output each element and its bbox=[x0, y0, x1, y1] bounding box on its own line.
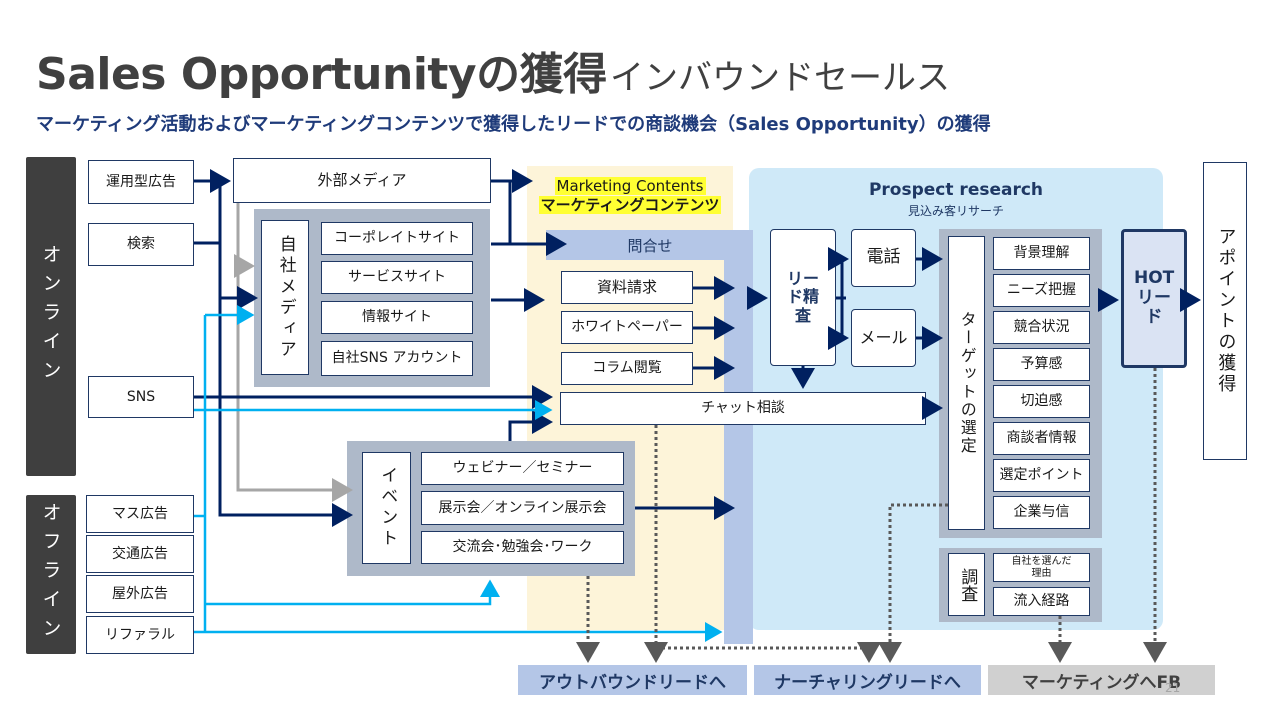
prospect-research-title: Prospect research bbox=[868, 180, 1044, 200]
appointment-label: アポイントの獲得 bbox=[1203, 162, 1247, 460]
survey-inflow: 流入経路 bbox=[993, 587, 1090, 616]
event-meetup: 交流会･勉強会･ワーク bbox=[421, 531, 624, 564]
channel-search: 検索 bbox=[88, 223, 194, 266]
channel-ad: 運用型広告 bbox=[88, 160, 194, 204]
own-media-label: 自社メディア bbox=[261, 220, 309, 375]
offline-label: オフライン bbox=[26, 495, 76, 654]
channel-referral: リファラル bbox=[86, 616, 194, 654]
marketing-contents-title-en: Marketing Contents bbox=[554, 177, 706, 195]
own-media-corporate: コーポレイトサイト bbox=[321, 222, 473, 255]
own-media-sns: 自社SNS アカウント bbox=[321, 341, 473, 376]
page-title: Sales Opportunityの獲得 bbox=[36, 49, 607, 100]
inquiry-strip bbox=[546, 230, 753, 260]
content-column: コラム閲覧 bbox=[561, 352, 693, 385]
content-chat: チャット相談 bbox=[560, 392, 926, 425]
outcome-nurturing: ナーチャリングリードへ bbox=[754, 665, 981, 695]
own-media-info: 情報サイト bbox=[321, 301, 473, 334]
target-item-selection-point: 選定ポイント bbox=[993, 459, 1090, 492]
contact-mail: メール bbox=[851, 309, 916, 367]
outcome-marketing-fb: マーケティングへFB bbox=[988, 665, 1215, 695]
target-item-needs: ニーズ把握 bbox=[993, 274, 1090, 307]
marketing-contents-title-ja: マーケティングコンテンツ bbox=[538, 195, 722, 214]
prospect-research-subtitle: 見込み客リサーチ bbox=[907, 204, 1004, 218]
target-item-competition: 競合状況 bbox=[993, 311, 1090, 344]
event-label: イベント bbox=[362, 452, 411, 564]
hot-lead: HOTリード bbox=[1121, 229, 1187, 368]
online-label: オンライン bbox=[26, 157, 76, 476]
target-item-budget: 予算感 bbox=[993, 348, 1090, 381]
channel-outdoor-ad: 屋外広告 bbox=[86, 575, 194, 613]
page-number: 21 bbox=[1165, 681, 1181, 695]
survey-reason: 自社を選んだ理由 bbox=[993, 553, 1090, 582]
lead-review: リード精査 bbox=[770, 229, 836, 366]
target-item-background: 背景理解 bbox=[993, 237, 1090, 270]
hot-lead-label: HOTリード bbox=[1134, 268, 1175, 328]
lead-review-label: リード精査 bbox=[786, 268, 819, 325]
survey-reason-label: 自社を選んだ理由 bbox=[1011, 556, 1072, 579]
contact-phone: 電話 bbox=[851, 229, 916, 287]
target-item-urgency: 切迫感 bbox=[993, 385, 1090, 418]
channel-mass-ad: マス広告 bbox=[86, 495, 194, 533]
target-selection-label: ターゲットの選定 bbox=[948, 236, 985, 530]
contents-strip bbox=[724, 230, 753, 644]
channel-sns: SNS bbox=[88, 376, 194, 418]
target-item-contact-info: 商談者情報 bbox=[993, 422, 1090, 455]
external-media: 外部メディア bbox=[233, 158, 491, 203]
marketing-contents-title: Marketing Contents マーケティングコンテンツ bbox=[533, 177, 727, 215]
content-whitepaper: ホワイトペーパー bbox=[561, 311, 693, 344]
content-document-request: 資料請求 bbox=[561, 271, 693, 304]
page-title-sub: インバウンドセールス bbox=[610, 58, 950, 98]
page-subtitle: マーケティング活動およびマーケティングコンテンツで獲得したリードでの商談機会（S… bbox=[36, 114, 991, 135]
own-media-service: サービスサイト bbox=[321, 261, 473, 294]
event-webinar: ウェビナー／セミナー bbox=[421, 452, 624, 485]
outcome-outbound: アウトバウンドリードへ bbox=[518, 665, 747, 695]
inquiry-label: 問合せ bbox=[627, 237, 673, 255]
channel-transit-ad: 交通広告 bbox=[86, 535, 194, 573]
event-exhibition: 展示会／オンライン展示会 bbox=[421, 491, 624, 525]
target-item-credit: 企業与信 bbox=[993, 496, 1090, 529]
survey-label: 調査 bbox=[948, 553, 985, 616]
